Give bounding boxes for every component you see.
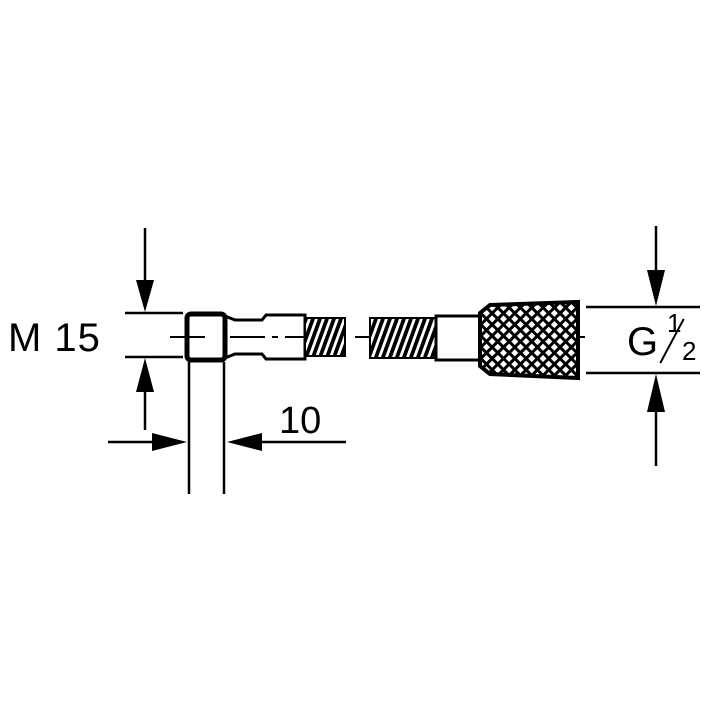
arrow-up-icon — [647, 374, 665, 412]
fraction-half: 1 2 — [659, 310, 705, 370]
m15-label: M 15 — [8, 316, 101, 360]
right-fitting — [369, 299, 580, 381]
m15-dimension — [125, 228, 183, 430]
length-label: 10 — [279, 400, 322, 442]
arrow-down-icon — [136, 280, 154, 312]
left-nut — [184, 311, 346, 363]
fraction-denominator: 2 — [682, 336, 697, 366]
g-thread-label: G — [627, 320, 659, 364]
arrow-up-icon — [136, 358, 154, 392]
arrow-down-icon — [647, 270, 665, 306]
arrow-left-icon — [227, 433, 262, 451]
g-half-dimension — [586, 226, 700, 466]
length-dimension — [108, 362, 346, 494]
arrow-right-icon — [152, 433, 187, 451]
